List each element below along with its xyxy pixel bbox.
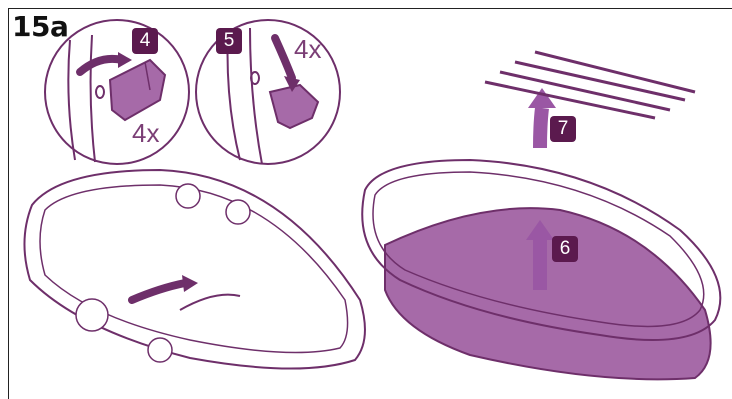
step-badge-5: 5: [216, 28, 242, 54]
frame-rods: [485, 52, 695, 118]
detail-circle-step4: [45, 20, 189, 164]
step-badge-7: 7: [550, 116, 576, 142]
quantity-label-step5: 4x: [294, 34, 321, 65]
right-bassinet: [362, 88, 720, 379]
step-badge-6: 6: [552, 236, 578, 262]
step-badge-4: 4: [132, 28, 158, 54]
left-bassinet: [24, 170, 365, 369]
quantity-label-step4: 4x: [132, 118, 159, 149]
